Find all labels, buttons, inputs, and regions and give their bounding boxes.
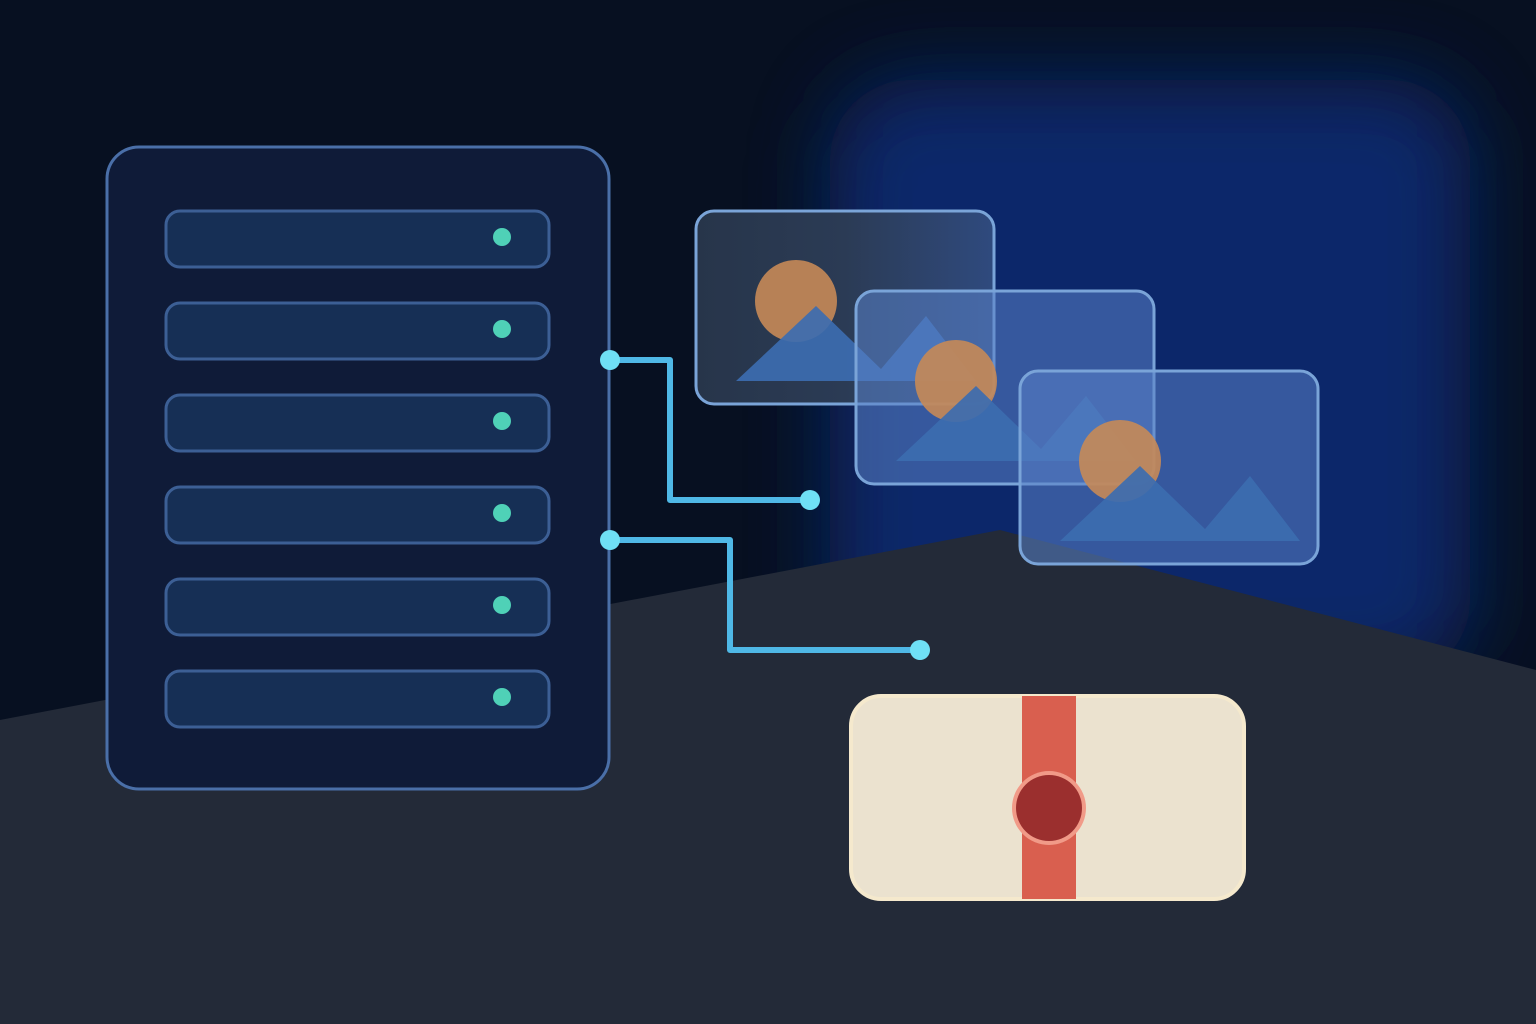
status-led-icon	[493, 320, 511, 338]
connector-node	[910, 640, 930, 660]
connector-node	[600, 350, 620, 370]
server-slot	[164, 393, 551, 453]
server-slot-body	[164, 301, 551, 361]
connector-node	[600, 530, 620, 550]
connector-line-upper	[610, 357, 810, 503]
server-slot-body	[164, 393, 551, 453]
connector-line-lower	[610, 537, 920, 653]
server-slot-body	[164, 577, 551, 637]
server-slots	[164, 209, 551, 729]
server-slot	[164, 301, 551, 361]
mountain-icon	[1060, 466, 1300, 541]
server-slot	[164, 485, 551, 545]
ticket-seal	[1016, 775, 1082, 841]
status-led-icon	[493, 228, 511, 246]
status-led-icon	[493, 412, 511, 430]
server-slot-body	[164, 669, 551, 729]
server-slot	[164, 669, 551, 729]
status-led-icon	[493, 688, 511, 706]
image-cards	[694, 209, 1320, 566]
connectors	[600, 350, 930, 660]
sealed-ticket-icon	[849, 694, 1246, 901]
status-led-icon	[493, 504, 511, 522]
connector-node	[800, 490, 820, 510]
server-slot	[164, 577, 551, 637]
status-led-icon	[493, 596, 511, 614]
server-rack-icon	[105, 145, 611, 791]
server-slot-body	[164, 209, 551, 269]
server-slot	[164, 209, 551, 269]
server-slot-body	[164, 485, 551, 545]
image-icon	[1018, 369, 1320, 566]
